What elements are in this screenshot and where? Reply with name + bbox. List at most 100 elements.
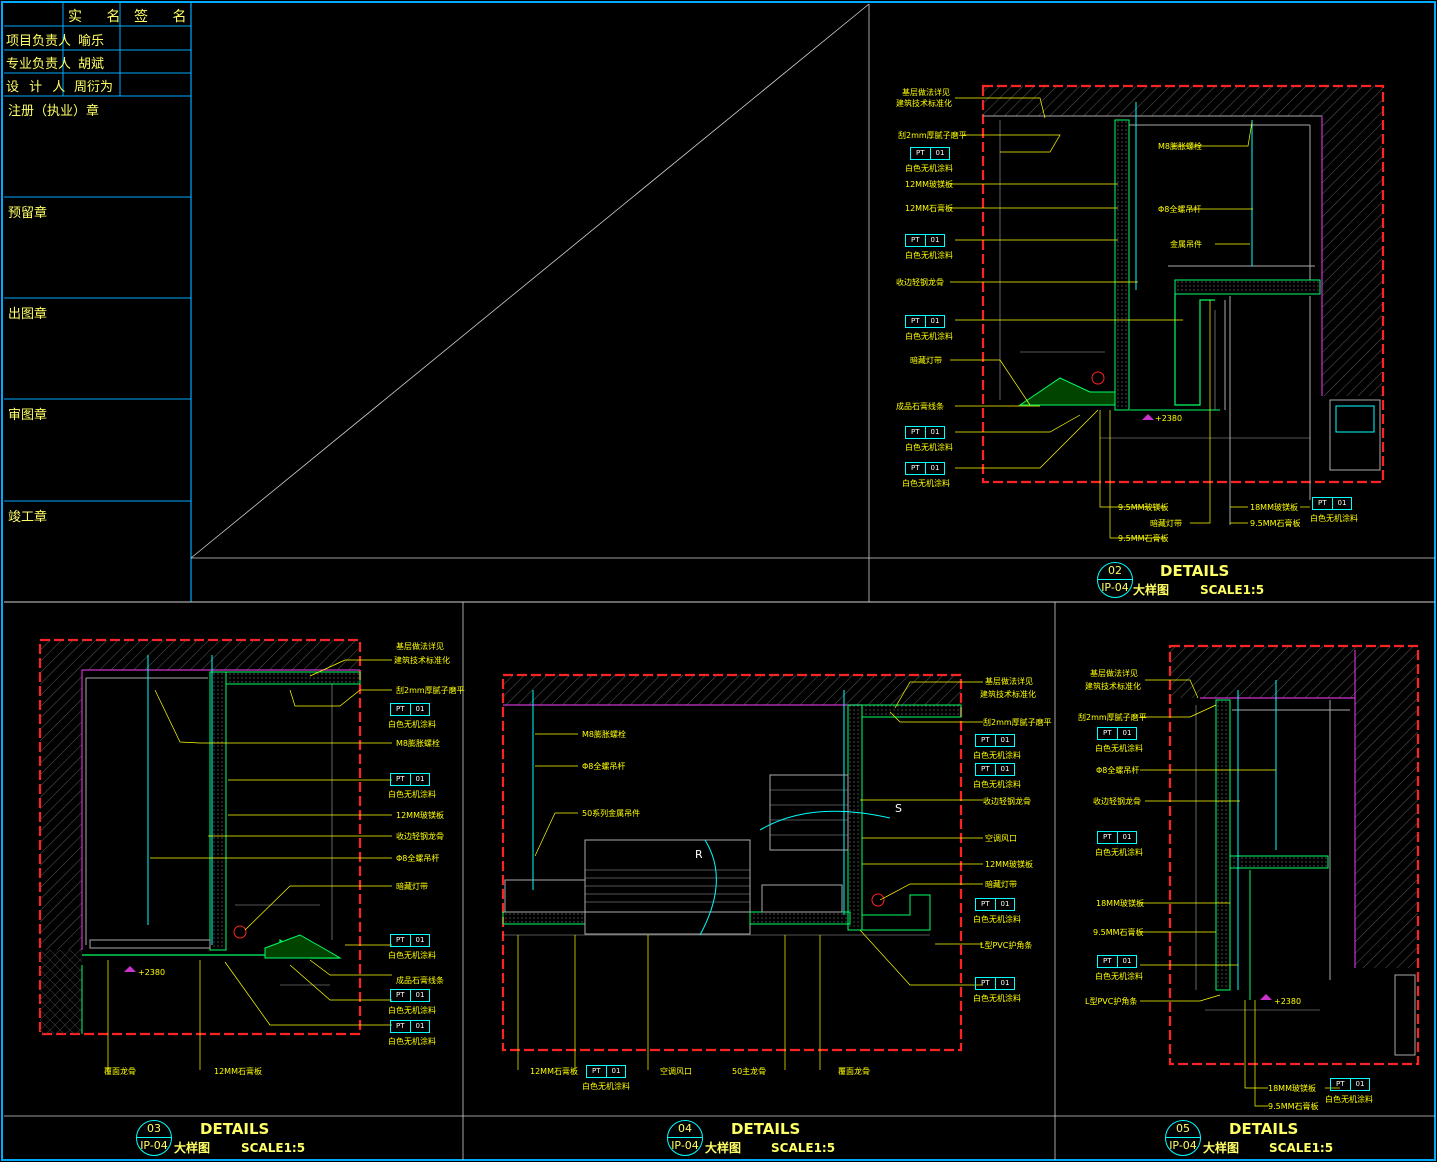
- d03-paint-1: 白色无机涂料: [388, 720, 436, 729]
- d05-b2: 9.5MM石膏板: [1268, 1102, 1319, 1111]
- d04-paint-1: 白色无机涂料: [973, 751, 1021, 760]
- d04-vent: 空调风口: [985, 834, 1017, 843]
- detail-03-drawing: [38, 638, 392, 1070]
- d05-elev: +2380: [1274, 997, 1302, 1006]
- d02-gypsum12: 12MM石膏板: [905, 204, 953, 213]
- detail-04-subtitle: 大样图: [705, 1141, 742, 1155]
- d03-paint-2: 白色无机涂料: [388, 790, 436, 799]
- d02-rod: Φ8全螺吊杆: [1158, 205, 1202, 214]
- stamp-reserved: 预留章: [8, 206, 48, 221]
- detail-04-title: DETAILS: [731, 1120, 801, 1138]
- tb-name-1: 喻乐: [78, 34, 105, 49]
- d04-pvc: L型PVC护角条: [980, 941, 1033, 950]
- detail-05-subtitle: 大样图: [1203, 1141, 1240, 1155]
- d02-paint-4: 白色无机涂料: [905, 443, 953, 452]
- d02-board12: 12MM玻镁板: [905, 180, 953, 189]
- detail-05-title: DETAILS: [1229, 1120, 1299, 1138]
- detail-04-drawing: [501, 673, 983, 1070]
- d02-paint-1: 白色无机涂料: [905, 164, 953, 173]
- d02-paint-6: 白色无机涂料: [1310, 514, 1358, 523]
- d05-base2: 建筑技术标准化: [1085, 682, 1141, 691]
- d03-paint-5: 白色无机涂料: [388, 1037, 436, 1046]
- d03-paint-3: 白色无机涂料: [388, 951, 436, 960]
- d02-paint-3: 白色无机涂料: [905, 332, 953, 341]
- d03-elev: +2380: [138, 968, 166, 977]
- d03-base: 基层做法详见: [396, 642, 444, 651]
- d03-gyp: 12MM石膏板: [214, 1067, 262, 1076]
- detail-05-drawing: [1140, 644, 1420, 1107]
- d02-b5: 9.5MM石膏板: [1250, 519, 1301, 528]
- d04-board: 12MM玻镁板: [985, 860, 1033, 869]
- d02-light: 暗藏灯带: [910, 356, 942, 365]
- d03-edge: 收边轻钢龙骨: [396, 832, 444, 841]
- d04-paint-5: 白色无机涂料: [582, 1082, 630, 1091]
- tb-name-3: 周衍为: [74, 80, 114, 95]
- d02-b1: 9.5MM玻镁板: [1118, 503, 1169, 512]
- d03-bolt: M8膨胀螺栓: [396, 739, 440, 748]
- d04-paint-4: 白色无机涂料: [973, 994, 1021, 1003]
- tb-header-real-name: 实 名: [68, 9, 131, 25]
- d05-rod: Φ8全螺吊杆: [1096, 766, 1140, 775]
- d04-g2: 空调风口: [660, 1067, 692, 1076]
- detail-02-drawing: [950, 84, 1385, 539]
- d04-putty: 刮2mm厚腻子磨平: [983, 718, 1052, 727]
- stamp-review: 审图章: [8, 408, 48, 423]
- d02-base2: 建筑技术标准化: [896, 99, 952, 108]
- detail-02-scale: SCALE1:5: [1200, 583, 1265, 597]
- d02-b4: 18MM玻镁板: [1250, 503, 1298, 512]
- d03-keel: 覆面龙骨: [104, 1067, 136, 1076]
- d05-edge: 收边轻钢龙骨: [1093, 797, 1141, 806]
- d03-base2: 建筑技术标准化: [394, 656, 450, 665]
- detail-02-subtitle: 大样图: [1133, 583, 1170, 597]
- d04-base: 基层做法详见: [985, 677, 1033, 686]
- d04-edge: 收边轻钢龙骨: [983, 797, 1031, 806]
- d05-board18: 18MM玻镁板: [1096, 899, 1144, 908]
- d05-b1: 18MM玻镁板: [1268, 1084, 1316, 1093]
- d05-paint-3: 白色无机涂料: [1095, 972, 1143, 981]
- stamp-issue: 出图章: [8, 307, 48, 322]
- d05-paint-4: 白色无机涂料: [1325, 1095, 1373, 1104]
- d02-elev: +2380: [1155, 414, 1183, 423]
- tb-role-3: 设 计 人: [6, 80, 69, 95]
- d04-light: 暗藏灯带: [985, 880, 1017, 889]
- d04-paint-3: 白色无机涂料: [973, 915, 1021, 924]
- tb-role-1: 项目负责人: [6, 34, 72, 49]
- stamp-registration: 注册（执业）章: [8, 104, 100, 119]
- d02-paint-5: 白色无机涂料: [902, 479, 950, 488]
- d02-line: 成品石膏线条: [896, 402, 944, 411]
- d04-r: R: [695, 848, 703, 861]
- d04-g4: 覆面龙骨: [838, 1067, 870, 1076]
- detail-03-scale: SCALE1:5: [241, 1141, 306, 1155]
- d04-s: S: [895, 802, 902, 815]
- detail-04-scale: SCALE1:5: [771, 1141, 836, 1155]
- d05-putty: 刮2mm厚腻子磨平: [1078, 713, 1147, 722]
- d02-bolt: M8膨胀螺栓: [1158, 142, 1202, 151]
- stamp-completion: 竣工章: [8, 510, 48, 525]
- d04-bolt: M8膨胀螺栓: [582, 730, 626, 739]
- detail-02-title: DETAILS: [1160, 562, 1230, 580]
- d04-rod: Φ8全螺吊杆: [582, 762, 626, 771]
- d05-pvc: L型PVC护角条: [1085, 997, 1138, 1006]
